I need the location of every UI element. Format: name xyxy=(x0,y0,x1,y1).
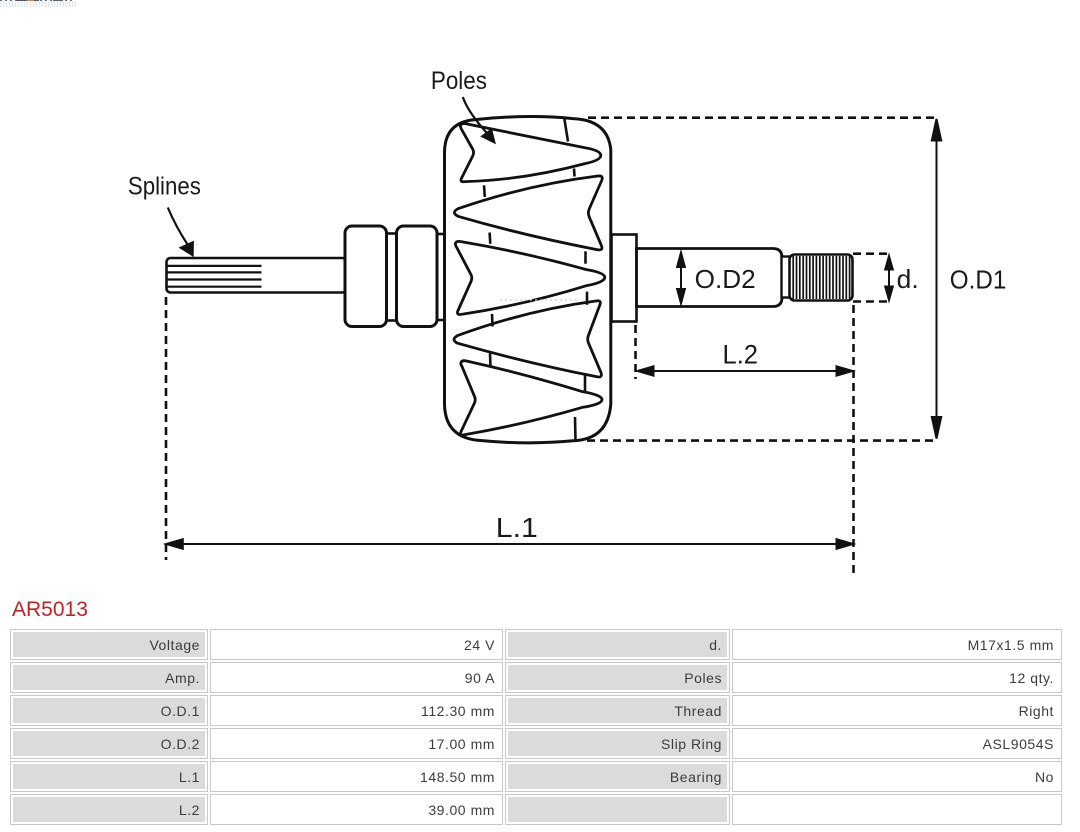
svg-text:d.: d. xyxy=(897,264,919,294)
svg-text:Poles: Poles xyxy=(431,67,487,95)
svg-text:L.2: L.2 xyxy=(723,340,759,370)
svg-text:L.1: L.1 xyxy=(496,512,538,543)
svg-text:O.D1: O.D1 xyxy=(950,265,1007,295)
svg-text:Splines: Splines xyxy=(128,172,201,200)
svg-text:O.D2: O.D2 xyxy=(695,264,756,294)
